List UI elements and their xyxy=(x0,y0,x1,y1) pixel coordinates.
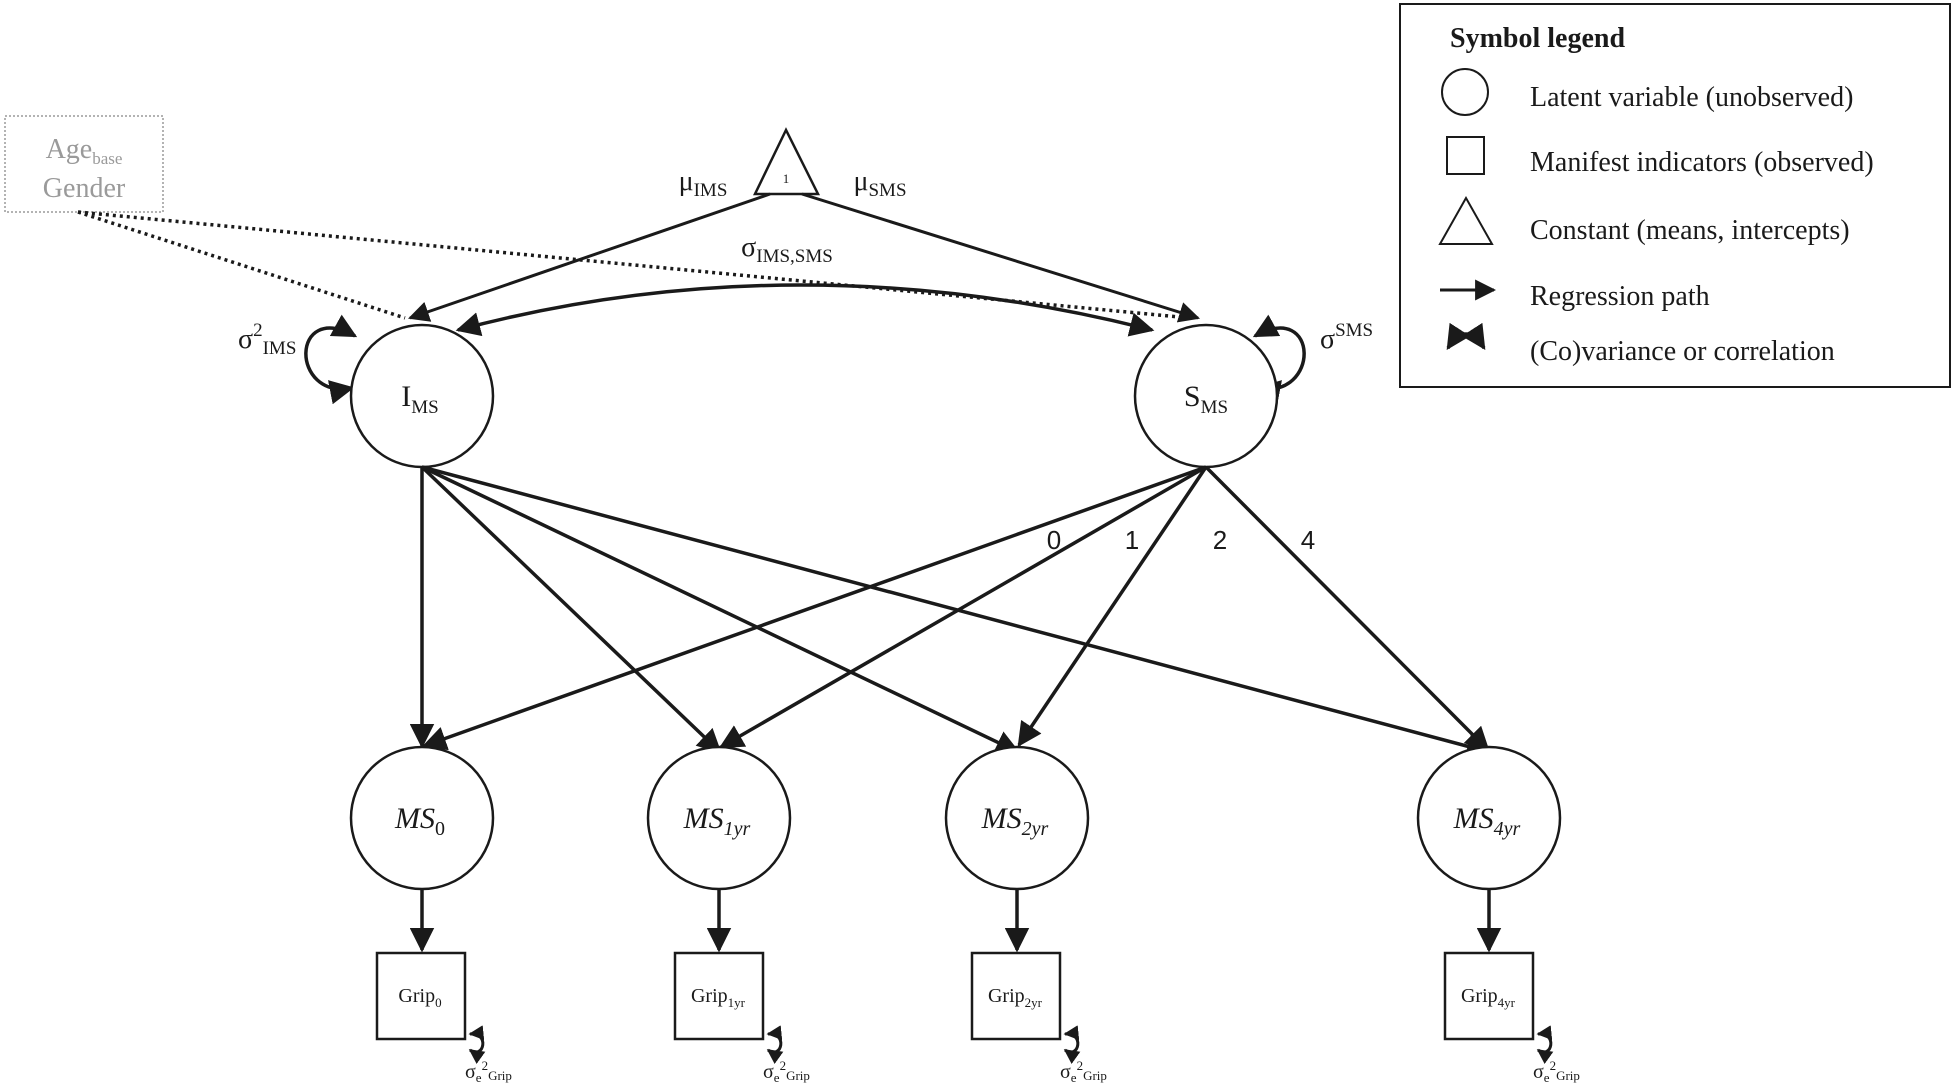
loading-intercept-ms4yr xyxy=(421,465,1492,759)
covariate-paths xyxy=(77,210,1191,320)
constant-label: 1 xyxy=(783,171,790,186)
grip-2yr-label: Grip2yr xyxy=(988,985,1043,1010)
grip-4yr-label: Grip4yr xyxy=(1461,985,1516,1010)
covariance-label: σIMS,SMS xyxy=(741,232,833,267)
constant-triangle: 1 xyxy=(753,127,821,196)
residual-arrow-1yr xyxy=(766,1025,784,1064)
covariates-box: Agebase Gender xyxy=(4,115,164,213)
covariate-path-intercept xyxy=(77,210,406,320)
legend-item-label: Manifest indicators (observed) xyxy=(1530,147,1874,178)
grip-0-label: Grip0 xyxy=(398,985,441,1010)
mean-intercept-label: μIMS xyxy=(679,166,728,201)
variance-intercept-label: σ2IMS xyxy=(238,320,296,359)
residual-label-4yr: σe2Grip xyxy=(1533,1058,1580,1085)
covariate-age-label: Agebase xyxy=(46,134,123,168)
occasion-ms1yr: MS1yr Grip1yr σe2Grip xyxy=(646,745,810,1085)
loading-intercept-ms1yr xyxy=(420,465,722,754)
variance-intercept-arrow xyxy=(304,314,358,405)
legend-item-label: Latent variable (unobserved) xyxy=(1530,82,1853,113)
residual-arrow-4yr xyxy=(1536,1025,1554,1064)
intercept-factor: IMS xyxy=(349,323,495,469)
slope-loading-label: 0 xyxy=(1047,525,1061,555)
legend-item-label: Regression path xyxy=(1530,281,1710,312)
latent-ms0-label: MS0 xyxy=(394,802,445,840)
residual-arrow-0 xyxy=(468,1025,486,1064)
covariance-arrow xyxy=(455,283,1155,337)
latent-ms1yr-label: MS1yr xyxy=(683,802,751,840)
slope-loading-label: 4 xyxy=(1301,525,1315,555)
grip-1yr-box xyxy=(673,951,765,1041)
residual-arrow-2yr xyxy=(1063,1025,1081,1064)
loading-intercept-ms2yr xyxy=(421,465,1021,754)
legend-title: Symbol legend xyxy=(1450,23,1625,54)
circle-icon xyxy=(1441,68,1489,116)
latent-ms2yr-label: MS2yr xyxy=(981,802,1049,840)
loading-slope-ms0 xyxy=(421,465,1207,751)
mean-path-intercept xyxy=(408,192,771,322)
slope-loading-label: 2 xyxy=(1213,525,1227,555)
variance-slope-label: σSMS xyxy=(1320,320,1373,355)
triangle-icon xyxy=(1438,195,1494,245)
mean-path-slope xyxy=(801,192,1201,323)
grip-2yr-box xyxy=(970,951,1062,1041)
occasion-ms4yr: MS4yr Grip4yr σe2Grip xyxy=(1416,745,1580,1085)
intercept-factor-label: IMS xyxy=(401,380,438,418)
loading-slope-ms2yr xyxy=(1017,466,1208,748)
grip-4yr-box xyxy=(1443,951,1535,1041)
occasion-ms0: MS0 Grip0 σe2Grip xyxy=(349,745,512,1085)
loading-slope-ms4yr xyxy=(1204,465,1490,752)
curved-arrow-icon xyxy=(1446,322,1486,351)
residual-label-2yr: σe2Grip xyxy=(1060,1058,1107,1085)
latent-ms4yr-label: MS4yr xyxy=(1453,802,1521,840)
grip-1yr-label: Grip1yr xyxy=(691,985,746,1010)
residual-label-1yr: σe2Grip xyxy=(763,1058,810,1085)
slope-factor-label: SMS xyxy=(1184,380,1228,418)
square-icon xyxy=(1446,136,1485,175)
symbol-legend: Symbol legend Latent variable (unobserve… xyxy=(1399,3,1951,388)
legend-item-label: (Co)variance or correlation xyxy=(1530,336,1835,367)
occasion-ms2yr: MS2yr Grip2yr σe2Grip xyxy=(944,745,1107,1085)
loading-slope-ms1yr xyxy=(718,465,1207,749)
variance-slope-arrow xyxy=(1252,314,1306,405)
legend-item-label: Constant (means, intercepts) xyxy=(1530,215,1850,246)
mean-slope-label: μSMS xyxy=(853,166,906,201)
slope-factor: SMS xyxy=(1133,323,1279,469)
grip-0-box xyxy=(375,951,467,1041)
covariate-gender-label: Gender xyxy=(43,173,126,204)
slope-loading-label: 1 xyxy=(1125,525,1139,555)
residual-label-0: σe2Grip xyxy=(465,1058,512,1085)
